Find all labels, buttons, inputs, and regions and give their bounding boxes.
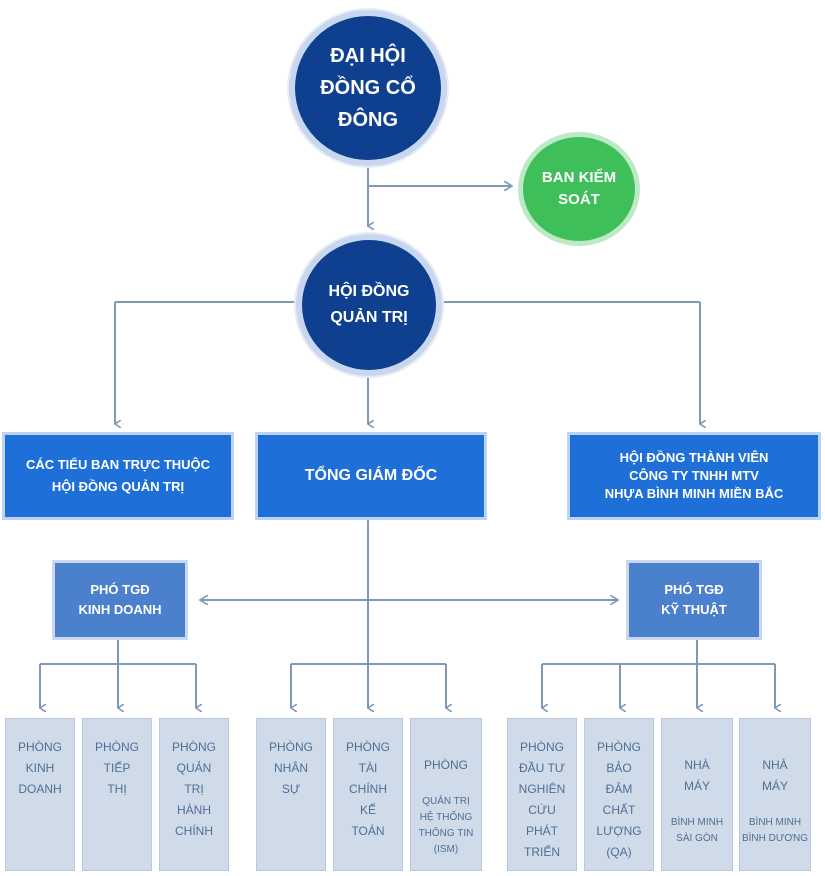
factory-binhduong-heading: NHÀ MÁY: [761, 758, 788, 793]
dept-finance-accounting: PHÒNG TÀI CHÍNH KẾ TOÁN: [333, 718, 403, 871]
board-of-directors-circle: HỘI ĐỒNG QUẢN TRỊ: [296, 234, 442, 376]
factory-binhduong: NHÀ MÁY BÌNH MINH BÌNH DƯƠNG: [739, 718, 811, 871]
dept-information-systems-heading: PHÒNG: [423, 758, 468, 772]
deputy-ceo-business-box: PHÓ TGĐ KINH DOANH: [52, 560, 188, 640]
shareholders-circle: ĐẠI HỘI ĐỒNG CỔ ĐÔNG: [289, 10, 447, 166]
member-council-box: HỘI ĐỒNG THÀNH VIÊN CÔNG TY TNHH MTV NHỰ…: [567, 432, 821, 520]
factory-binhduong-name: BÌNH MINH BÌNH DƯƠNG: [741, 817, 808, 844]
factory-saigon-name: BÌNH MINH SÀI GÒN: [670, 817, 724, 844]
dept-human-resources: PHÒNG NHÂN SỰ: [256, 718, 326, 871]
dept-information-systems-detail: QUẢN TRỊ HỆ THỐNG THÔNG TIN (ISM): [418, 796, 474, 855]
dept-quality-assurance: PHÒNG BẢO ĐẢM CHẤT LƯỢNG (QA): [584, 718, 654, 871]
ceo-box: TỔNG GIÁM ĐỐC: [255, 432, 487, 520]
dept-marketing: PHÒNG TIẾP THỊ: [82, 718, 152, 871]
dept-investment-research: PHÒNG ĐẦU TƯ NGHIÊN CỨU PHÁT TRIỂN: [507, 718, 577, 871]
dept-information-systems: PHÒNG QUẢN TRỊ HỆ THỐNG THÔNG TIN (ISM): [410, 718, 482, 871]
dept-sales: PHÒNG KINH DOANH: [5, 718, 75, 871]
factory-saigon-heading: NHÀ MÁY: [683, 758, 710, 793]
factory-saigon: NHÀ MÁY BÌNH MINH SÀI GÒN: [661, 718, 733, 871]
dept-administration: PHÒNG QUẢN TRỊ HÀNH CHÍNH: [159, 718, 229, 871]
subcommittees-box: CÁC TIỂU BAN TRỰC THUỘC HỘI ĐỒNG QUẢN TR…: [2, 432, 234, 520]
supervisory-board-circle: BAN KIỂM SOÁT: [518, 132, 640, 246]
deputy-ceo-technical-box: PHÓ TGĐ KỸ THUẬT: [626, 560, 762, 640]
